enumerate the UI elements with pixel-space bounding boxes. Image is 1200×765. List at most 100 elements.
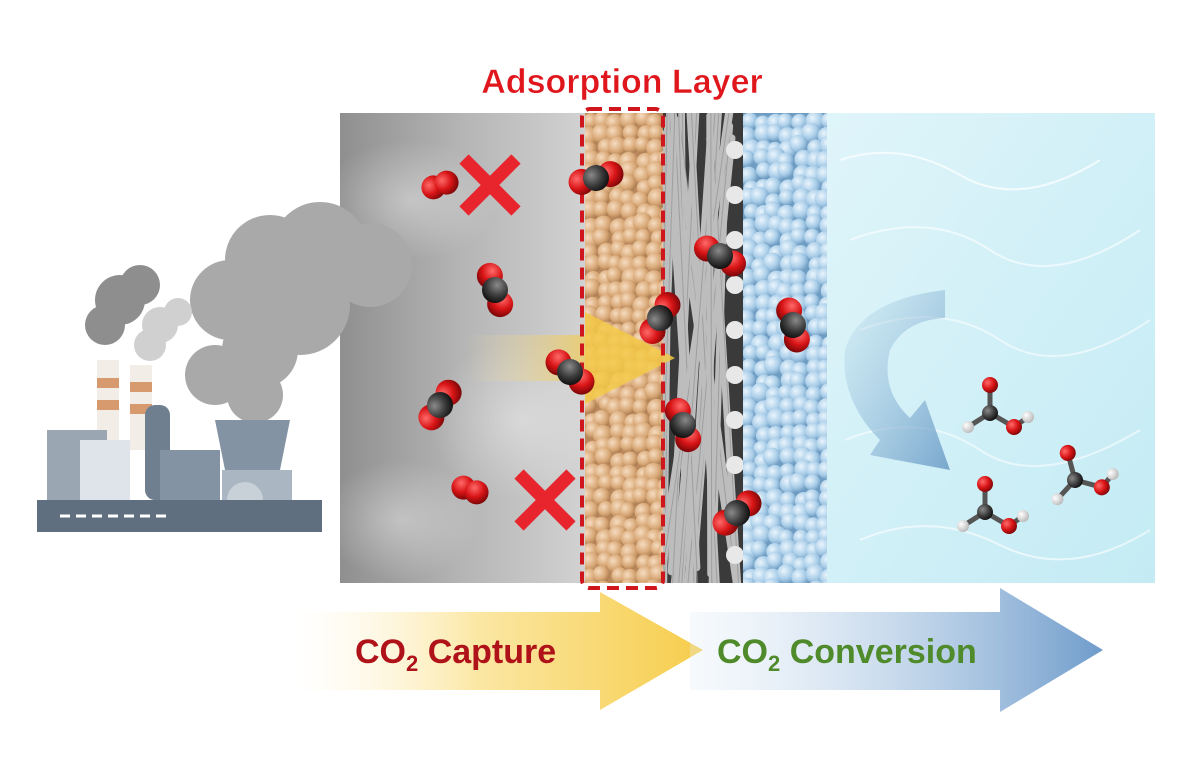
catalyst-sphere (779, 397, 797, 416)
catalyst-sphere (743, 553, 756, 572)
adsorbent-sphere (585, 501, 600, 520)
adsorbent-sphere (592, 565, 610, 583)
catalyst-sphere (816, 317, 827, 335)
catalyst-sphere (801, 122, 821, 143)
smoke-icon (85, 202, 412, 423)
catalyst-sphere (766, 551, 785, 569)
catalyst-sphere (743, 371, 756, 391)
fiber-end-dot (726, 141, 743, 159)
adsorbent-sphere (645, 252, 663, 272)
adsorbent-sphere (637, 581, 649, 583)
adsorbent-sphere (644, 381, 663, 401)
fiber-rod (706, 113, 715, 578)
adsorption-layer-outline (580, 107, 665, 590)
co2-capture-label: CO2 Capture (355, 633, 556, 676)
adsorbent-sphere (621, 553, 639, 570)
adsorbent-sphere (598, 474, 615, 492)
adsorbent-sphere (618, 396, 637, 415)
catalyst-sphere (789, 371, 807, 390)
adsorbent-sphere (597, 501, 615, 518)
adsorbent-sphere (647, 448, 663, 465)
adsorbent-sphere (649, 564, 663, 583)
adsorbent-sphere (622, 227, 640, 245)
adsorbent-sphere (606, 199, 626, 219)
catalyst-sphere (820, 282, 827, 300)
adsorbent-sphere (593, 201, 610, 218)
fiber-end-dot (726, 546, 743, 564)
adsorbent-sphere (612, 582, 617, 583)
catalyst-sphere (817, 460, 827, 480)
catalyst-sphere (789, 252, 809, 272)
catalyst-sphere (816, 165, 827, 185)
adsorbent-sphere (618, 307, 636, 325)
catalyst-sphere (805, 386, 823, 404)
catalyst-sphere (819, 216, 827, 235)
catalyst-sphere (804, 474, 821, 491)
adsorbent-sphere (631, 240, 650, 258)
adsorbent-sphere (585, 551, 601, 572)
adsorption-layer-title: Adsorption Layer (481, 63, 762, 101)
conversion-curve-arrow-icon (844, 290, 950, 470)
adsorbent-sphere (621, 568, 639, 583)
catalyst-sphere (820, 568, 827, 583)
catalyst-sphere (779, 491, 797, 509)
catalyst-sphere (819, 136, 827, 155)
catalyst-sphere (743, 150, 755, 167)
catalyst-sphere (821, 113, 827, 129)
catalyst-sphere (779, 447, 798, 466)
catalyst-sphere (779, 583, 795, 599)
adsorbent-sphere (645, 434, 663, 454)
catalyst-sphere (793, 584, 809, 600)
adsorbent-sphere (620, 202, 639, 221)
adsorbent-sphere (620, 435, 637, 453)
catalyst-sphere (818, 489, 827, 508)
catalyst-sphere (743, 358, 758, 375)
catalyst-sphere (814, 537, 827, 558)
fiber-rod (663, 118, 678, 525)
adsorbent-sphere (593, 188, 610, 205)
catalyst-sphere (817, 345, 827, 363)
catalyst-sphere (763, 355, 784, 375)
catalyst-sphere (752, 524, 772, 545)
catalyst-sphere (743, 446, 758, 467)
catalyst-sphere (763, 228, 781, 246)
catalyst-sphere (743, 409, 756, 427)
adsorbent-sphere (622, 124, 640, 142)
adsorbent-sphere (647, 174, 663, 192)
catalyst-sphere (776, 113, 794, 130)
adsorbent-sphere (606, 436, 624, 454)
adsorbent-sphere (635, 537, 656, 557)
catalyst-sphere (805, 241, 825, 261)
catalyst-sphere (822, 579, 827, 583)
adsorbent-sphere (632, 212, 653, 233)
adsorbent-sphere (635, 281, 654, 300)
catalyst-sphere (790, 227, 807, 245)
catalyst-sphere (764, 578, 781, 583)
adsorbent-sphere (585, 526, 599, 546)
catalyst-particle-layer (743, 113, 827, 600)
catalyst-sphere (743, 166, 758, 185)
adsorbent-sphere (622, 136, 640, 154)
catalyst-sphere (789, 282, 807, 300)
adsorbent-sphere (595, 305, 614, 324)
adsorbent-sphere (647, 124, 663, 142)
adsorbent-sphere (646, 513, 663, 533)
catalyst-sphere (763, 177, 782, 196)
catalyst-sphere (803, 279, 821, 297)
catalyst-sphere (789, 269, 807, 288)
catalyst-sphere (743, 294, 760, 314)
fiber-end-dot (726, 456, 743, 474)
catalyst-sphere (791, 409, 810, 427)
adsorbent-sphere (662, 429, 663, 438)
catalyst-sphere (751, 319, 770, 338)
catalyst-sphere (752, 265, 771, 284)
adsorbent-sphere (585, 580, 599, 583)
catalyst-sphere (777, 161, 794, 179)
fiber-end-dot (726, 366, 743, 384)
catalyst-sphere (805, 461, 823, 479)
adsorbent-sphere (632, 435, 650, 454)
adsorbent-sphere (632, 398, 649, 416)
adsorbent-sphere (621, 578, 637, 583)
adsorbent-sphere (594, 447, 614, 466)
